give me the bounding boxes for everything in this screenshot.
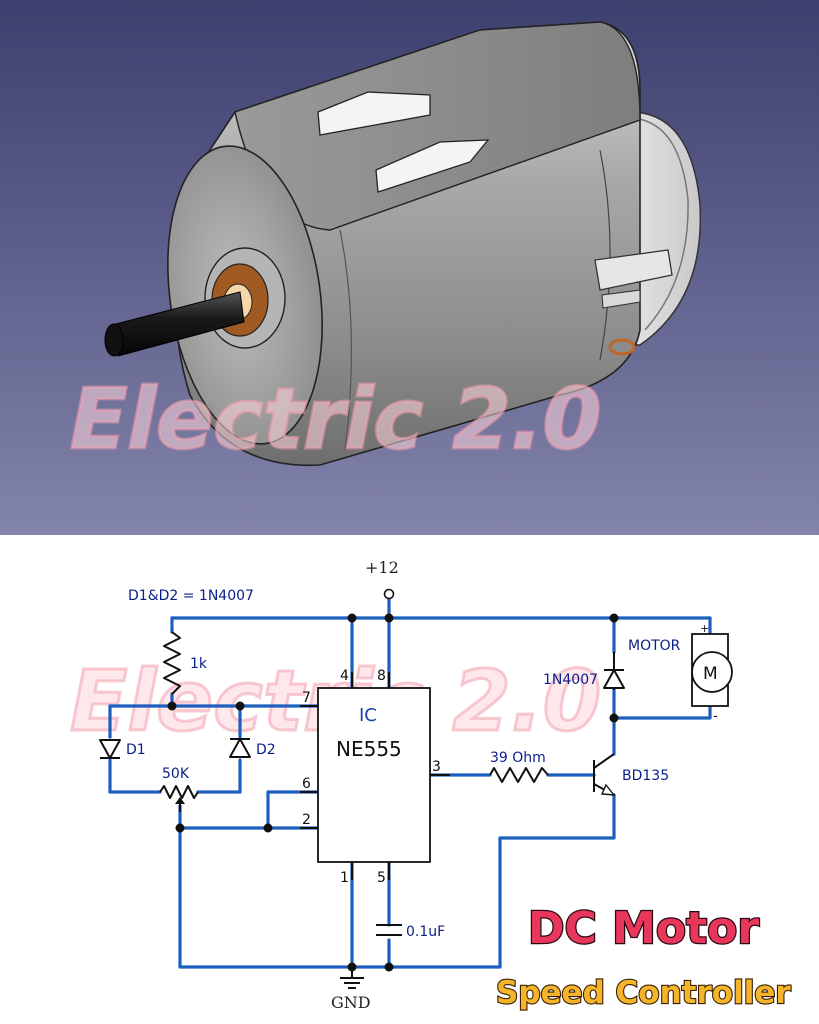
- ground-label: GND: [331, 993, 371, 1012]
- ic-label: IC: [359, 705, 377, 726]
- junction-dot: [175, 823, 185, 833]
- pin-1-label: 1: [340, 870, 349, 886]
- pin-5-label: 5: [377, 870, 386, 886]
- capacitor-label: 0.1uF: [406, 924, 445, 940]
- potentiometer-50k: [159, 785, 199, 812]
- schematic-panel: Electric 2.0: [0, 535, 819, 1024]
- title-line-1: DC Motor: [528, 903, 759, 954]
- pin-4-label: 4: [340, 668, 349, 684]
- junction-dot: [263, 823, 273, 833]
- flyback-diode: [603, 652, 625, 690]
- diode-d2: [229, 738, 251, 758]
- ne555-speed-controller-schematic: Electric 2.0: [69, 558, 793, 1012]
- capacitor-0-1uf: [376, 924, 402, 936]
- flyback-diode-label: 1N4007: [543, 672, 598, 688]
- motor-shaft: [111, 291, 245, 357]
- junction-dot: [609, 613, 619, 623]
- resistor-1k-label: 1k: [190, 656, 208, 672]
- motor-minus-label: -: [713, 709, 718, 724]
- junction-dot: [235, 701, 245, 711]
- junction-dot: [609, 713, 619, 723]
- diode-d2-label: D2: [256, 742, 276, 758]
- pin-3-label: 3: [432, 759, 441, 775]
- resistor-39-ohm: [489, 767, 549, 783]
- dc-motor-3d-render: Electric 2.0: [69, 21, 702, 470]
- diode-d1: [99, 739, 121, 759]
- junction-dot: [347, 613, 357, 623]
- terminal-lug: [608, 338, 636, 356]
- junction-dot: [384, 962, 394, 972]
- transistor-label: BD135: [622, 768, 669, 784]
- pin-6-label: 6: [302, 776, 311, 792]
- supply-label: +12: [365, 558, 399, 577]
- diode-d1-label: D1: [126, 742, 146, 758]
- pin-2-label: 2: [302, 812, 311, 828]
- resistor-39-ohm-label: 39 Ohm: [490, 750, 546, 766]
- motor-label: MOTOR: [628, 638, 681, 654]
- ne555-ic: [317, 687, 431, 863]
- motor-symbol: [691, 633, 733, 707]
- supply-terminal: [383, 588, 395, 600]
- resistor-1k: [163, 631, 181, 695]
- top-slot-1: [317, 91, 431, 136]
- title-line-2: Speed Controller: [496, 975, 791, 1011]
- watermark-top: Electric 2.0: [70, 370, 601, 468]
- junction-dot: [167, 701, 177, 711]
- ground-symbol: [340, 967, 364, 989]
- pin-8-label: 8: [377, 668, 386, 684]
- pin-7-label: 7: [302, 690, 311, 706]
- ic-part-number: NE555: [336, 737, 402, 761]
- transistor-bd135: [593, 753, 616, 796]
- junction-dot: [384, 613, 394, 623]
- motor-m-label: M: [703, 664, 718, 684]
- motor-plus-label: +: [700, 622, 709, 635]
- terminal-tab: [594, 249, 673, 291]
- motor-render-panel: Electric 2.0: [0, 0, 819, 535]
- potentiometer-label: 50K: [162, 766, 190, 782]
- diode-note: D1&D2 = 1N4007: [128, 588, 254, 604]
- top-slot-2: [375, 139, 490, 193]
